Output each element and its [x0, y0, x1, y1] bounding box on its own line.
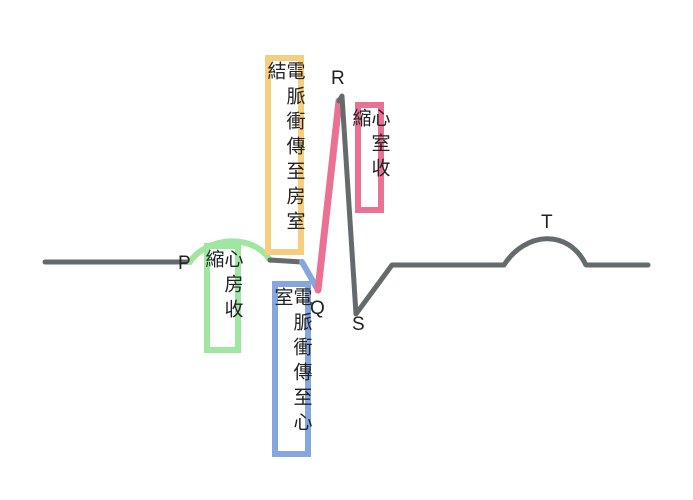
av-node-box: 電脈衝傳至房室結 [264, 55, 306, 255]
p-wave-label: P [178, 253, 191, 274]
atrial-contraction-box: 心房收縮 [202, 243, 244, 353]
p-wave-segment [187, 238, 273, 265]
rs-and-t-segment [336, 93, 651, 317]
t-wave-label: T [541, 212, 553, 233]
ventricular-contraction-label: 心室收縮 [349, 108, 391, 183]
ventricular-contraction-box: 心室收縮 [350, 102, 391, 213]
pr-segment [267, 257, 305, 265]
av-node-label: 電脈衝傳至房室結 [264, 61, 306, 236]
s-wave-label: S [352, 314, 365, 335]
atrial-contraction-label: 心房收縮 [202, 249, 244, 324]
q-wave-label: Q [310, 298, 325, 319]
ventricle-conduction-box: 電脈衝傳至心室 [271, 281, 313, 457]
r-wave-label: R [331, 68, 345, 89]
ventricle-conduction-label: 電脈衝傳至心室 [271, 287, 313, 437]
qr-upstroke-segment [314, 97, 343, 294]
